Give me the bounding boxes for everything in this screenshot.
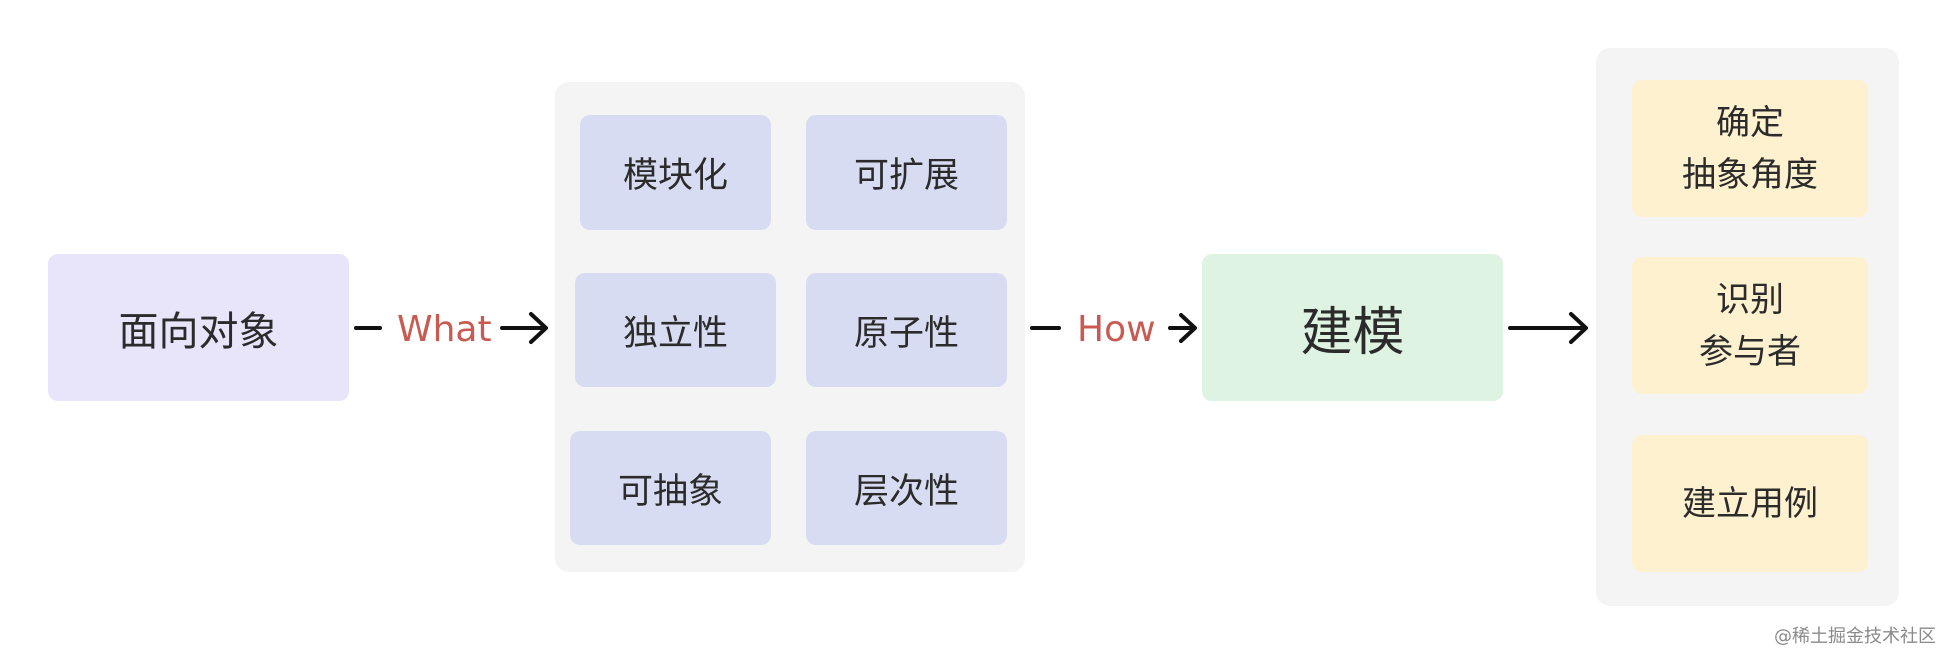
step-text: 确定 抽象角度 — [1682, 97, 1818, 201]
trait-label: 模块化 — [622, 156, 728, 196]
what-arrow-head — [529, 312, 548, 344]
watermark: @稀土掘金技术社区 — [1774, 626, 1936, 647]
trait-atomicity: 原子性 — [806, 273, 1007, 387]
trait-label: 层次性 — [853, 471, 959, 512]
what-label: What — [397, 309, 492, 350]
how-label: How — [1077, 309, 1156, 350]
step-identify-participants: 识别 参与者 — [1632, 257, 1868, 394]
trait-modularity: 模块化 — [580, 115, 771, 230]
step-line-2: 抽象角度 — [1682, 154, 1818, 195]
modeling-arrow-head — [1569, 312, 1588, 344]
step-text: 识别 参与者 — [1699, 274, 1801, 378]
modeling-node-label: 建模 — [1300, 303, 1405, 363]
step-determine-abstraction: 确定 抽象角度 — [1632, 80, 1868, 217]
trait-extensibility: 可扩展 — [806, 115, 1007, 230]
step-line-1: 确定 — [1716, 102, 1784, 143]
step-line-1: 识别 — [1716, 279, 1784, 320]
how-arrow-head — [1179, 313, 1197, 343]
trait-label: 原子性 — [853, 313, 959, 354]
modeling-node: 建模 — [1202, 254, 1503, 401]
trait-abstractability: 可抽象 — [570, 431, 771, 545]
step-line-1: 建立用例 — [1682, 483, 1818, 524]
trait-label: 可抽象 — [617, 471, 723, 512]
trait-label: 可扩展 — [853, 156, 959, 196]
trait-independence: 独立性 — [575, 273, 776, 387]
trait-label: 独立性 — [622, 313, 728, 354]
step-text: 建立用例 — [1682, 478, 1818, 530]
step-build-use-cases: 建立用例 — [1632, 435, 1868, 572]
trait-hierarchy: 层次性 — [806, 431, 1007, 545]
source-node: 面向对象 — [48, 254, 349, 401]
step-line-2: 参与者 — [1699, 331, 1801, 372]
source-node-label: 面向对象 — [118, 308, 279, 355]
